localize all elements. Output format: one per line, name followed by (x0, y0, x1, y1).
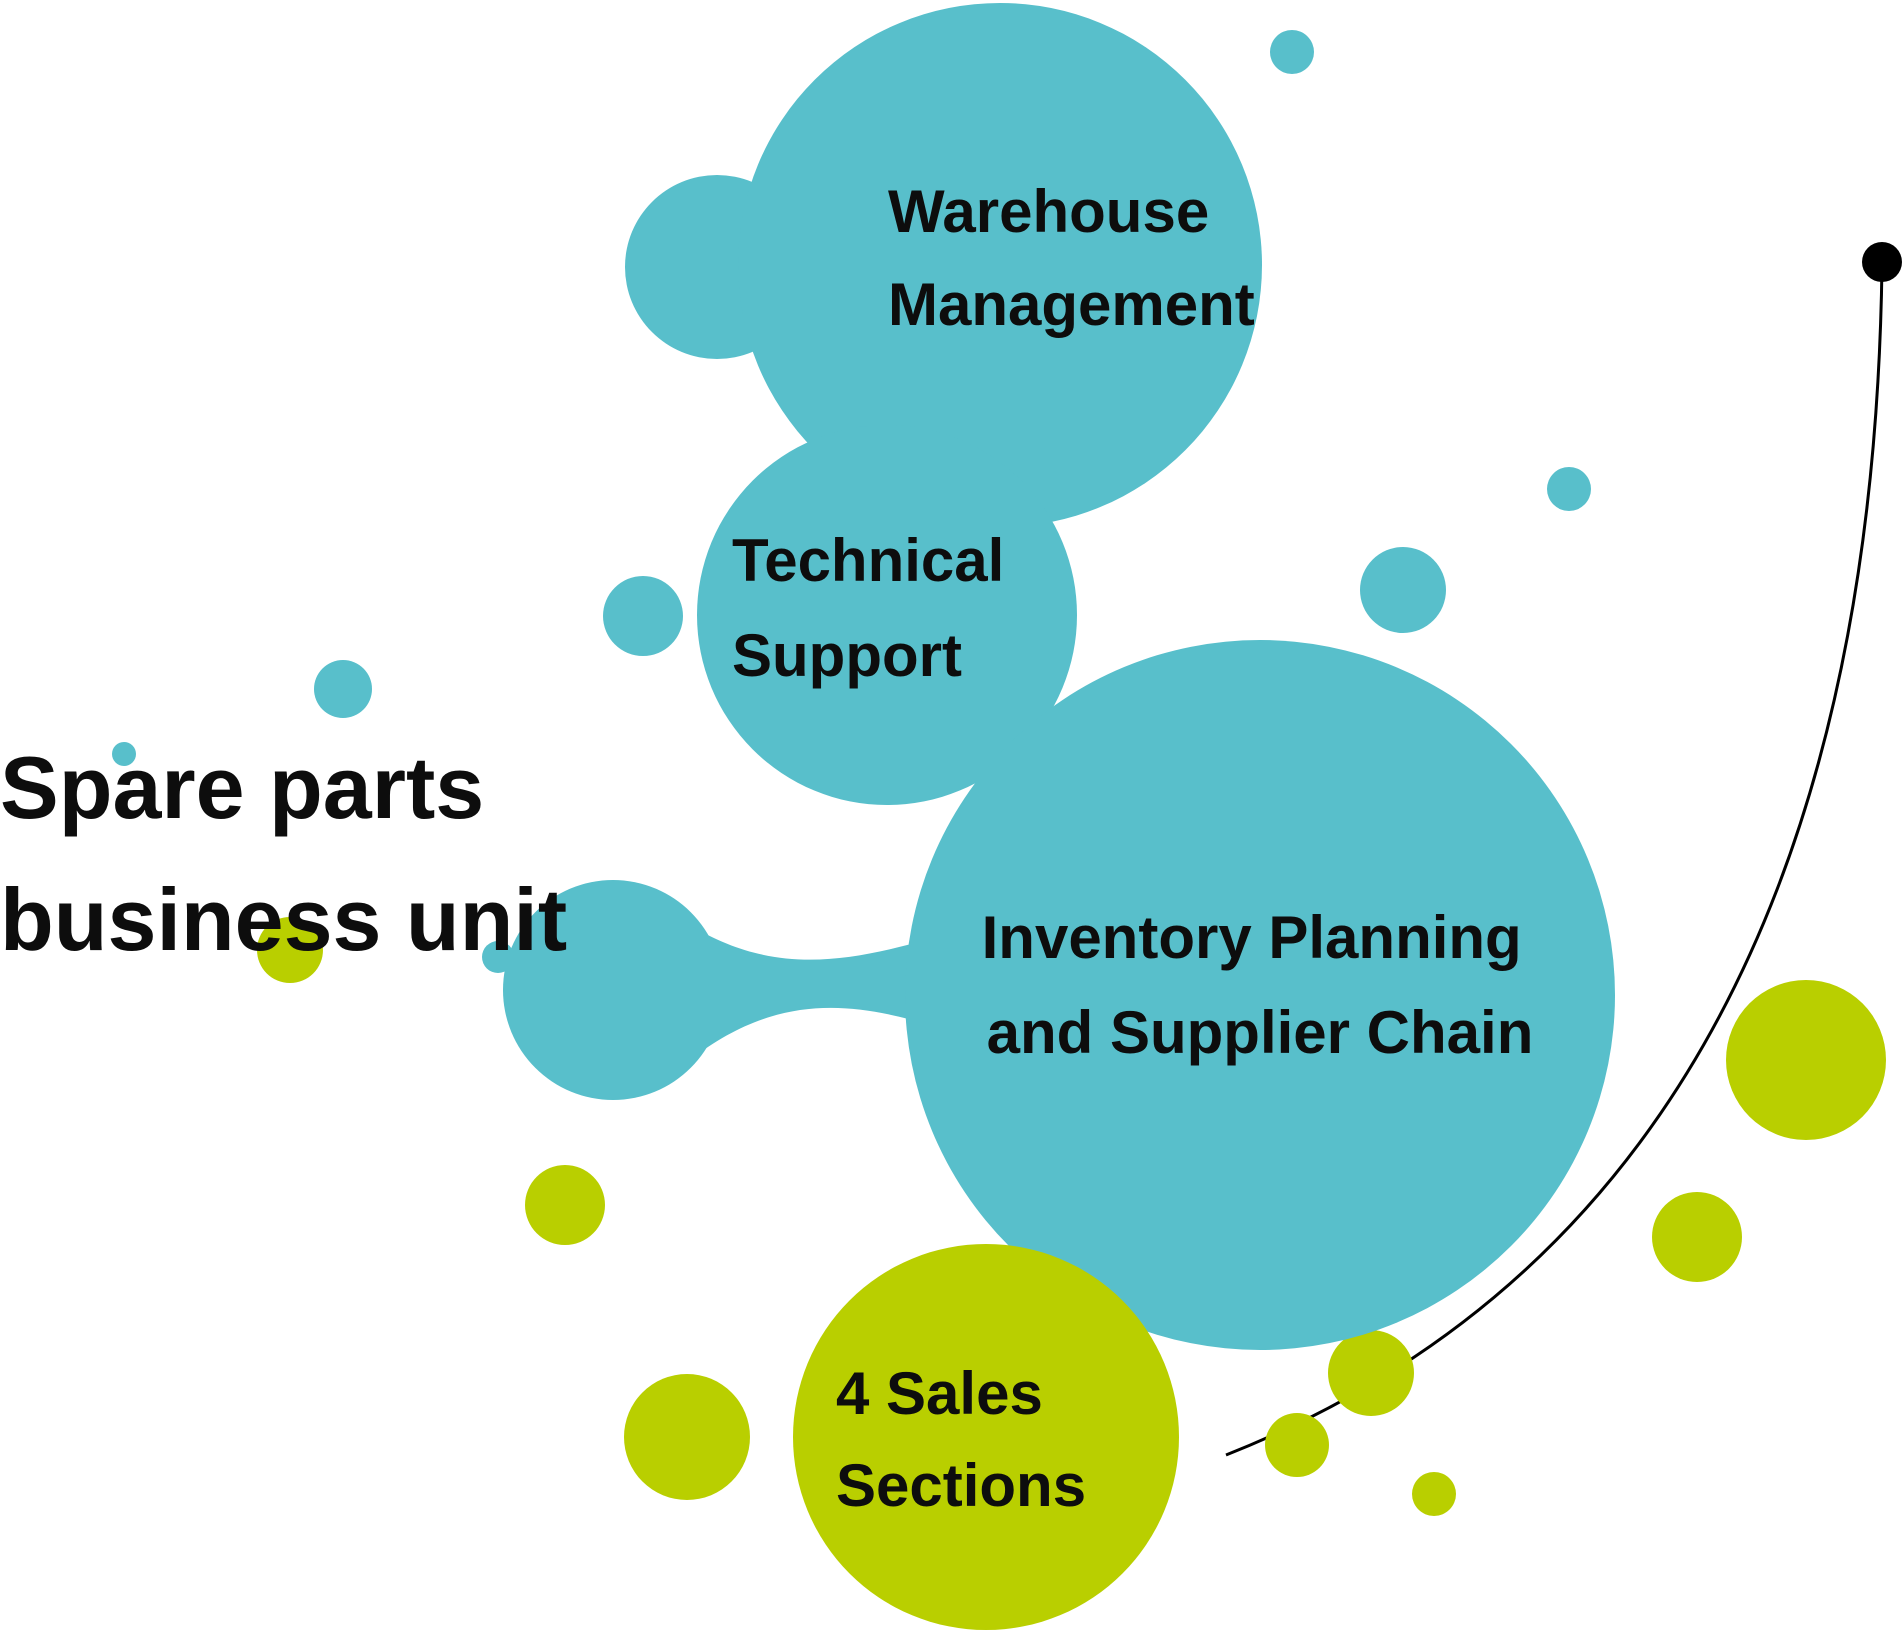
inventory-bridge (690, 925, 960, 1060)
sales-label-line2: Sections (836, 1452, 1086, 1519)
green-dot (1328, 1330, 1414, 1416)
technical-circle (697, 425, 1077, 805)
connector-end-dot (1862, 242, 1902, 282)
teal-dot (603, 576, 683, 656)
green-dot (1726, 980, 1886, 1140)
warehouse-label-line1: Warehouse (888, 178, 1209, 245)
sales-label-line1: 4 Sales (836, 1360, 1043, 1427)
warehouse-bubble (625, 3, 1262, 527)
main-title: Spare parts business unit (0, 738, 567, 969)
green-dot (257, 917, 323, 983)
teal-dot (1547, 467, 1591, 511)
warehouse-label: Warehouse Management (888, 178, 1255, 338)
green-dot (1652, 1192, 1742, 1282)
warehouse-label-line2: Management (888, 271, 1255, 338)
inventory-label: Inventory Planning and Supplier Chain (982, 904, 1539, 1066)
teal-dot-group (112, 30, 1591, 973)
teal-dot (1270, 30, 1314, 74)
green-dot (525, 1165, 605, 1245)
inventory-bubble (503, 640, 1615, 1350)
teal-dot (112, 742, 136, 766)
main-title-line1: Spare parts (0, 738, 484, 837)
inventory-label-line2: and Supplier Chain (987, 999, 1534, 1066)
sales-circle (793, 1244, 1179, 1630)
green-dot-group (257, 917, 1886, 1516)
technical-label: Technical Support (732, 527, 1021, 689)
sales-label: 4 Sales Sections (836, 1360, 1086, 1519)
teal-dot (1360, 547, 1446, 633)
main-title-line2: business unit (0, 870, 567, 969)
inventory-label-line1: Inventory Planning (982, 904, 1522, 971)
inventory-circle (905, 640, 1615, 1350)
teal-dot (314, 660, 372, 718)
green-dot (1412, 1472, 1456, 1516)
technical-label-line1: Technical (732, 527, 1004, 594)
technical-label-line2: Support (732, 622, 962, 689)
green-dot (624, 1374, 750, 1500)
green-dot (1265, 1413, 1329, 1477)
inventory-side-lobe (503, 880, 723, 1100)
warehouse-circle (738, 3, 1262, 527)
